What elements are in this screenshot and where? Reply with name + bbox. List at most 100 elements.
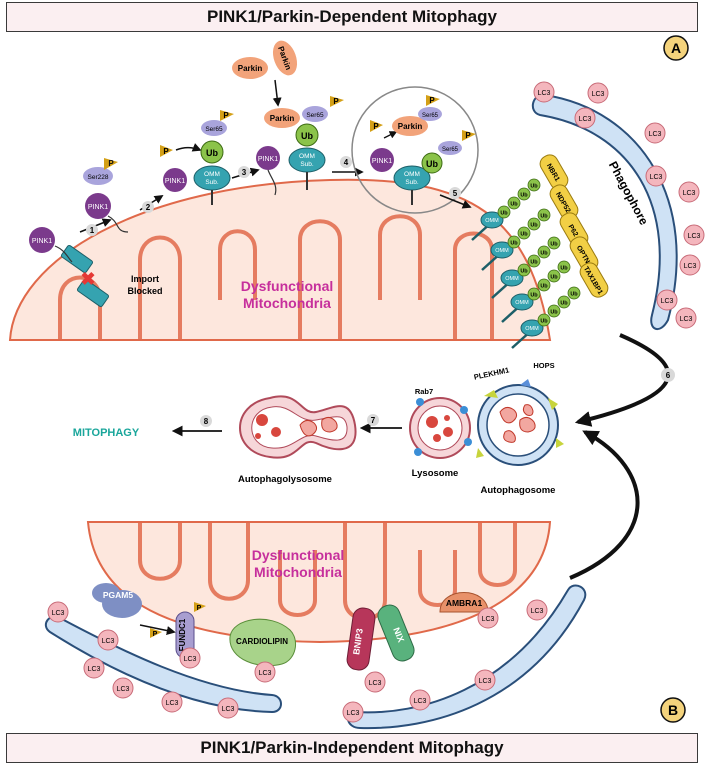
- svg-text:AMBRA1: AMBRA1: [446, 598, 483, 608]
- svg-text:LC3: LC3: [579, 116, 592, 123]
- svg-text:P: P: [333, 97, 339, 106]
- svg-text:Sub.: Sub.: [405, 179, 419, 186]
- svg-text:OMM: OMM: [495, 248, 509, 254]
- svg-text:Ub: Ub: [550, 275, 558, 281]
- svg-text:2: 2: [146, 203, 151, 212]
- import-blocked-label-2: Blocked: [127, 286, 162, 296]
- step-7: 7: [367, 414, 379, 426]
- svg-text:Ub: Ub: [510, 241, 518, 247]
- svg-text:LC3: LC3: [414, 698, 427, 705]
- dysfunctional-label-bottom-2: Mitochondria: [254, 564, 342, 580]
- lc3-bottom-10: LC3: [409, 689, 431, 711]
- fundc1-phospho-p: P: [153, 631, 158, 638]
- tom-import-channel: ✖ Import Blocked: [60, 244, 163, 308]
- svg-text:Ub: Ub: [540, 214, 548, 220]
- svg-text:PINK1: PINK1: [165, 178, 185, 185]
- svg-text:8: 8: [204, 417, 209, 426]
- svg-text:OMM: OMM: [485, 218, 499, 224]
- svg-text:P: P: [373, 122, 379, 131]
- svg-text:1: 1: [90, 226, 95, 235]
- lysosome: [409, 397, 472, 459]
- svg-text:Ser65: Ser65: [422, 113, 439, 119]
- mitochondrion-bottom: Dysfunctional Mitochondria: [86, 521, 552, 644]
- svg-text:Ub: Ub: [540, 251, 548, 257]
- svg-text:LC3: LC3: [531, 608, 544, 615]
- svg-text:OMM: OMM: [404, 171, 420, 178]
- lc3-bottom-group: LC3LC3LC3LC3LC3LC3LC3LC3LC3LC3LC3LC3LC3L…: [47, 599, 548, 723]
- phagophore-bottom-left: [44, 615, 282, 714]
- svg-text:Sub.: Sub.: [205, 179, 219, 186]
- lc3-bottom-3: LC3: [112, 677, 134, 699]
- step-8: 8: [200, 415, 212, 427]
- svg-text:Ub: Ub: [301, 131, 313, 141]
- svg-text:6: 6: [666, 371, 671, 380]
- svg-text:Ub: Ub: [550, 310, 558, 316]
- svg-text:5: 5: [453, 189, 458, 198]
- svg-text:P: P: [429, 96, 435, 105]
- svg-text:PGAM5: PGAM5: [103, 590, 134, 600]
- svg-text:PINK1: PINK1: [88, 204, 108, 211]
- svg-text:LC3: LC3: [52, 610, 65, 617]
- svg-text:LC3: LC3: [592, 91, 605, 98]
- autophagolysosome-label: Autophagolysosome: [238, 474, 332, 485]
- panel-a-marker: A: [663, 35, 689, 61]
- svg-text:Ub: Ub: [540, 284, 548, 290]
- svg-text:PINK1: PINK1: [372, 158, 392, 165]
- lc3-top-5: LC3: [679, 254, 701, 276]
- svg-text:LC3: LC3: [683, 190, 696, 197]
- lc3-bottom-5: LC3: [217, 697, 239, 719]
- pgam5: PGAM5: [92, 583, 142, 618]
- lc3-top-8: LC3: [645, 165, 667, 187]
- svg-text:Ub: Ub: [500, 211, 508, 217]
- svg-text:LC3: LC3: [166, 700, 179, 707]
- svg-text:BNIP3: BNIP3: [351, 628, 365, 656]
- svg-text:Ub: Ub: [560, 301, 568, 307]
- svg-text:LC3: LC3: [117, 686, 130, 693]
- lc3-bottom-12: LC3: [477, 607, 499, 629]
- svg-text:P: P: [163, 147, 169, 156]
- lc3-bottom-2: LC3: [83, 657, 105, 679]
- svg-text:LC3: LC3: [369, 680, 382, 687]
- step-3: 3: [238, 166, 250, 178]
- svg-text:P: P: [108, 159, 114, 168]
- svg-text:P: P: [465, 131, 471, 140]
- lc3-top-6: LC3: [675, 307, 697, 329]
- lc3-bottom-7: LC3: [254, 661, 276, 683]
- svg-text:Parkin: Parkin: [270, 114, 295, 123]
- dysfunctional-label-top-1: Dysfunctional: [241, 278, 334, 294]
- svg-text:P: P: [197, 605, 202, 612]
- svg-text:CARDIOLIPIN: CARDIOLIPIN: [236, 637, 288, 646]
- svg-text:LC3: LC3: [680, 316, 693, 323]
- svg-text:LC3: LC3: [479, 678, 492, 685]
- dysfunctional-label-top-2: Mitochondria: [243, 295, 331, 311]
- dysfunctional-label-bottom-1: Dysfunctional: [252, 547, 345, 563]
- lc3-bottom-1: LC3: [97, 629, 119, 651]
- svg-text:LC3: LC3: [688, 233, 701, 240]
- lc3-top-3: LC3: [678, 181, 700, 203]
- svg-text:LC3: LC3: [88, 666, 101, 673]
- svg-text:Ub: Ub: [550, 242, 558, 248]
- step-1: 1: [86, 224, 98, 236]
- lc3-bottom-8: LC3: [364, 671, 386, 693]
- svg-text:Ser65: Ser65: [306, 112, 324, 119]
- title-top: PINK1/Parkin-Dependent Mitophagy: [6, 2, 698, 32]
- phagophore-bottom-right: [347, 584, 587, 730]
- panel-a-label: A: [671, 40, 681, 56]
- svg-text:Ub: Ub: [206, 148, 218, 158]
- arrow-step-6: [574, 333, 670, 427]
- svg-text:LC3: LC3: [222, 706, 235, 713]
- svg-text:P: P: [223, 111, 229, 120]
- step-6: 6: [661, 368, 675, 382]
- svg-text:FUNDC1: FUNDC1: [178, 618, 187, 651]
- svg-text:OMM: OMM: [505, 276, 519, 282]
- svg-text:Ub: Ub: [540, 319, 548, 325]
- svg-text:LC3: LC3: [661, 298, 674, 305]
- svg-text:4: 4: [344, 158, 349, 167]
- svg-text:OMM: OMM: [525, 326, 539, 332]
- svg-text:PINK1: PINK1: [258, 156, 278, 163]
- svg-text:Ub: Ub: [426, 159, 438, 169]
- svg-text:Ub: Ub: [570, 292, 578, 298]
- svg-text:Ub: Ub: [560, 266, 568, 272]
